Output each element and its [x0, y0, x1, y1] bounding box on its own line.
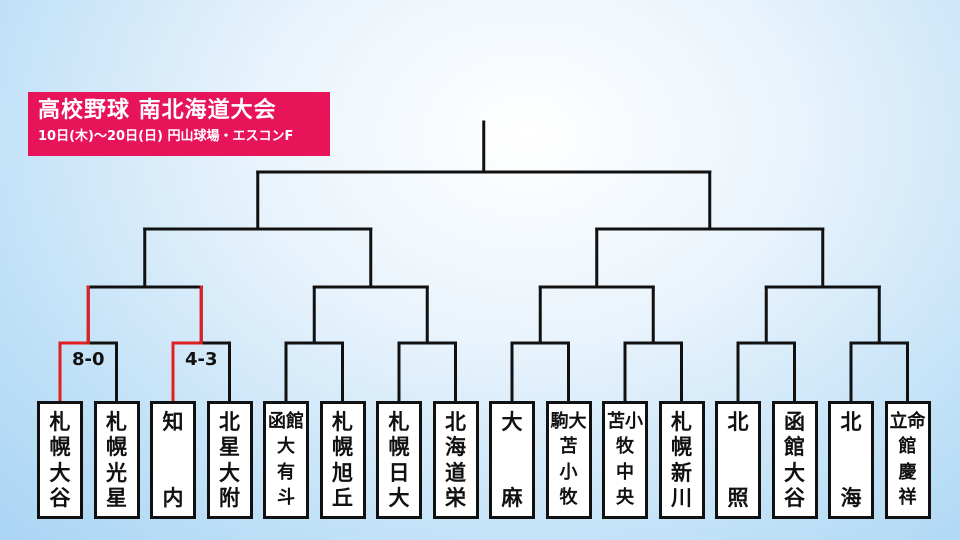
- team-box: 大麻: [489, 401, 535, 519]
- team-box: 北星大附: [206, 401, 253, 519]
- team-name-char: 央: [616, 486, 634, 508]
- team-name-char: 幌: [332, 435, 353, 460]
- tournament-title: 高校野球 南北海道大会: [38, 98, 277, 123]
- team-name-char: 大: [501, 410, 523, 434]
- team-name-char: 麻: [501, 486, 523, 510]
- team-name-char: 光: [106, 460, 127, 485]
- team-box: 立命館慶祥: [884, 401, 931, 519]
- team-name-char: 海: [840, 486, 862, 510]
- team-name-char: 牧: [559, 486, 578, 508]
- team-box: 札幌大谷: [37, 401, 83, 519]
- team-name-char: 旭: [332, 460, 353, 485]
- team-name-char: 知: [162, 410, 184, 434]
- match-score: 4-3: [184, 349, 218, 370]
- team-name-char: 函館: [268, 411, 304, 432]
- team-name-char: 中: [616, 461, 634, 483]
- team-name-char: 札: [671, 410, 692, 434]
- team-name-char: 北: [445, 410, 466, 434]
- team-name-char: 幌: [106, 435, 127, 460]
- team-name-char: 斗: [277, 486, 295, 508]
- team-box: 札幌日大: [376, 401, 422, 519]
- team-name-char: 札: [106, 410, 127, 434]
- team-box: 札幌新川: [658, 401, 705, 519]
- team-box: 知内: [150, 401, 196, 519]
- team-name-char: 北: [219, 410, 240, 434]
- team-name-char: 照: [727, 486, 749, 510]
- team-name-char: 大: [49, 460, 71, 485]
- team-name-char: 幌: [671, 435, 692, 460]
- team-name-char: 札: [332, 410, 353, 434]
- team-name-char: 小: [559, 461, 578, 483]
- team-name-char: 内: [162, 486, 184, 510]
- team-name-char: 谷: [784, 485, 805, 510]
- team-name-char: 牧: [616, 436, 634, 458]
- team-name-char: 駒大: [550, 411, 587, 432]
- team-name-char: 附: [219, 485, 240, 510]
- team-box: 札幌旭丘: [319, 401, 366, 519]
- tournament-schedule: 10日(木)〜20日(日) 円山球場・エスコンF: [38, 129, 294, 144]
- team-name-char: 苫小: [607, 411, 643, 432]
- team-box: 北海: [828, 401, 874, 519]
- team-box: 北海道栄: [432, 401, 479, 519]
- team-name-char: 谷: [49, 485, 71, 510]
- team-name-char: 館: [784, 435, 805, 460]
- team-box: 函館大有斗: [263, 401, 309, 519]
- team-name-char: 札: [49, 410, 71, 434]
- team-name-char: 幌: [388, 435, 410, 460]
- team-name-char: 立命: [889, 411, 926, 432]
- team-name-char: 祥: [898, 486, 917, 508]
- team-box: 北照: [715, 401, 761, 519]
- team-name-char: 大: [784, 460, 805, 485]
- team-box: 函館大谷: [771, 401, 818, 519]
- team-name-char: 大: [219, 460, 240, 485]
- team-box: 札幌光星: [93, 401, 140, 519]
- team-box: 駒大苫小牧: [545, 401, 592, 519]
- team-name-char: 栄: [445, 485, 466, 510]
- team-name-char: 星: [219, 435, 240, 460]
- team-name-char: 有: [277, 461, 295, 483]
- team-name-char: 丘: [332, 485, 353, 510]
- team-name-char: 苫: [559, 436, 578, 458]
- team-name-char: 函: [784, 410, 805, 434]
- team-name-char: 札: [388, 410, 410, 434]
- team-name-char: 北: [727, 410, 749, 434]
- team-name-char: 大: [388, 485, 410, 510]
- team-name-char: 川: [671, 485, 692, 510]
- team-name-char: 大: [277, 436, 295, 458]
- team-name-char: 海: [445, 435, 466, 460]
- match-score: 8-0: [71, 349, 105, 370]
- team-name-char: 新: [671, 460, 692, 485]
- team-name-char: 日: [388, 460, 410, 485]
- team-name-char: 道: [445, 460, 466, 485]
- team-name-char: 北: [840, 410, 862, 434]
- team-name-char: 慶: [898, 461, 917, 483]
- team-box: 苫小牧中央: [602, 401, 648, 519]
- team-name-char: 館: [898, 436, 917, 458]
- team-name-char: 幌: [49, 435, 71, 460]
- tournament-title-box: 高校野球 南北海道大会 10日(木)〜20日(日) 円山球場・エスコンF: [28, 92, 330, 156]
- team-name-char: 星: [106, 485, 127, 510]
